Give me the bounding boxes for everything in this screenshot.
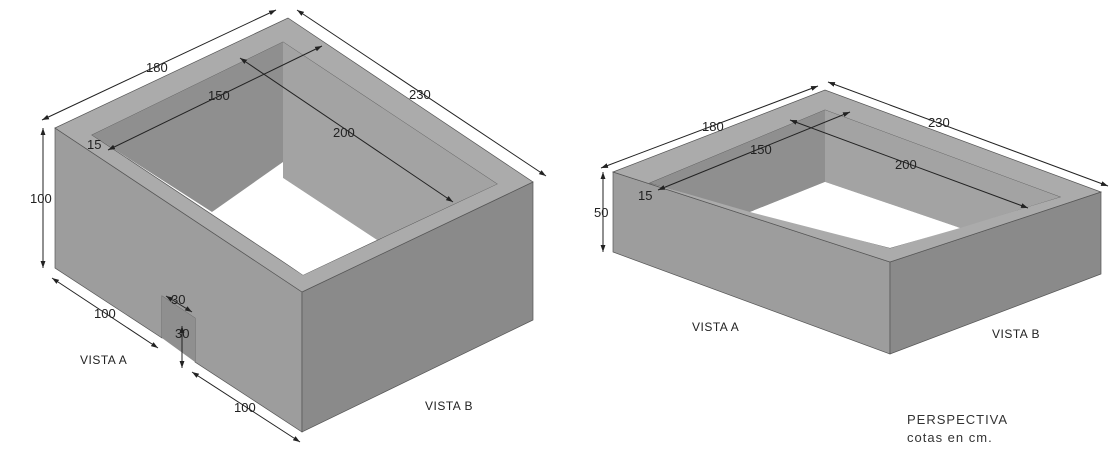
dim-line-200-b (789, 119, 1029, 209)
dim-230-b: 230 (928, 115, 950, 130)
dim-200: 200 (333, 125, 355, 140)
dim-notch-width: 30 (171, 292, 185, 307)
dim-15-b: 15 (638, 188, 652, 203)
dim-height: 100 (30, 191, 52, 206)
dim-line-200 (239, 57, 454, 203)
box-short (611, 89, 1103, 355)
dim-230: 230 (409, 87, 431, 102)
dim-line-side-a (51, 277, 159, 349)
dim-height-b: 50 (594, 205, 608, 220)
label-vista-a: VISTA A (80, 353, 127, 367)
dim-line-side-b (191, 371, 301, 443)
box-tall-opening (212, 178, 377, 275)
dim-180-b: 180 (702, 119, 724, 134)
label-vista-b: VISTA B (425, 399, 473, 413)
dim-line-notch-w (165, 295, 193, 313)
box-tall-dimensions: 180 230 150 200 15 100 30 30 100 100 VIS… (30, 9, 547, 443)
dim-side-a: 100 (94, 306, 116, 321)
dim-15: 15 (87, 137, 101, 152)
dim-150-b: 150 (750, 142, 772, 157)
note-perspectiva: PERSPECTIVA (907, 412, 1008, 427)
box-short-dimensions: 180 230 150 200 15 50 VISTA A VISTA B (594, 81, 1109, 341)
box-tall-notch-back (162, 296, 195, 362)
dim-side-b: 100 (234, 400, 256, 415)
units-note: PERSPECTIVA cotas en cm. (907, 412, 1008, 445)
label-vista-b-b: VISTA B (992, 327, 1040, 341)
note-cotas: cotas en cm. (907, 430, 993, 445)
dim-150: 150 (208, 88, 230, 103)
dim-180: 180 (146, 60, 168, 75)
dim-200-b: 200 (895, 157, 917, 172)
dim-notch-height: 30 (175, 326, 189, 341)
label-vista-a-b: VISTA A (692, 320, 739, 334)
